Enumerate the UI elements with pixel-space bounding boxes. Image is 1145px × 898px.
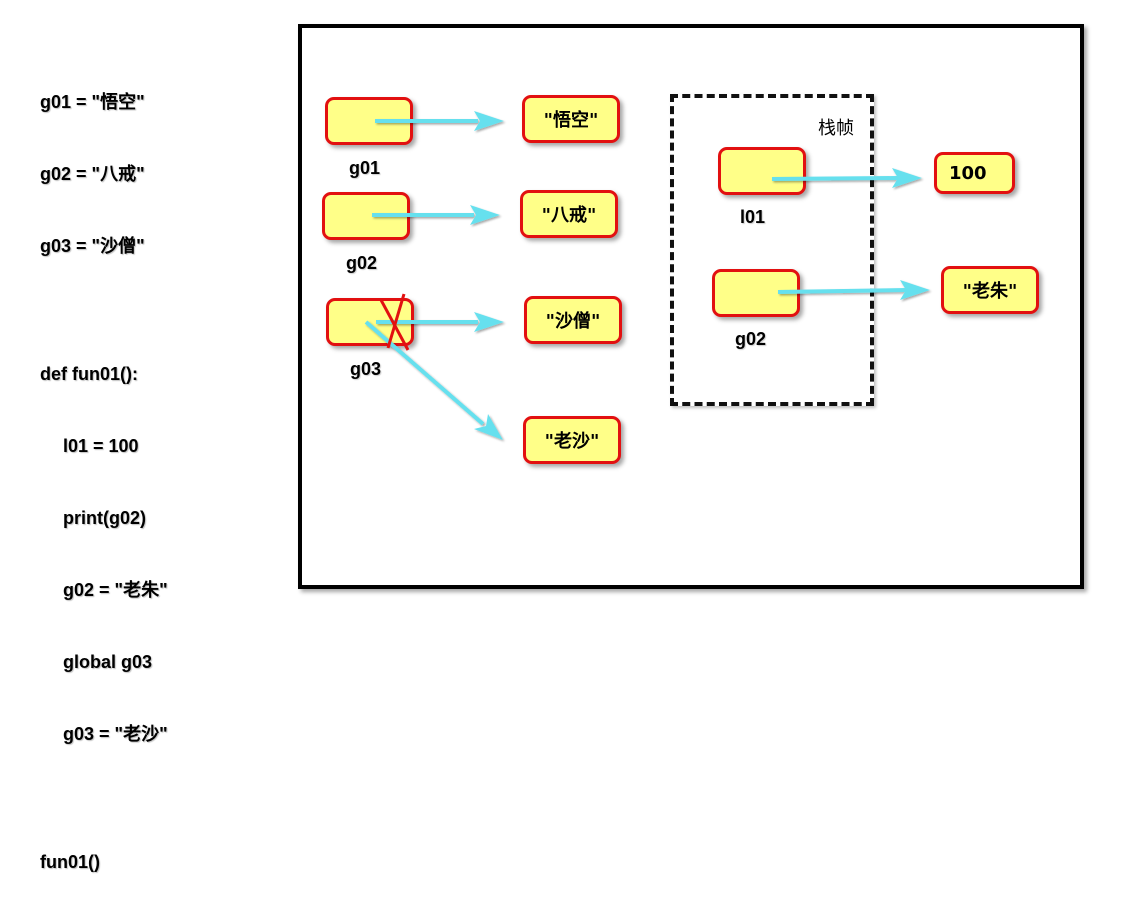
value-box-laosha: "老沙": [523, 416, 621, 464]
value-box-shaseng: "沙僧": [524, 296, 622, 344]
code-line: g02 = "老朱": [63, 580, 168, 600]
code-line: fun01(): [40, 852, 100, 872]
value-box-wukong: "悟空": [522, 95, 620, 143]
var-box-local-g02: [712, 269, 800, 317]
var-label-g03: g03: [350, 359, 382, 379]
code-line: g01 = "悟空": [40, 92, 145, 112]
var-label-l01: l01: [740, 207, 766, 227]
code-listing: g01 = "悟空" g02 = "八戒" g03 = "沙僧" def fun…: [40, 42, 168, 898]
code-line: def fun01():: [40, 364, 138, 384]
code-line: print(g02): [63, 508, 146, 528]
code-line: global g03: [63, 652, 153, 672]
value-box-bajie: "八戒": [520, 190, 618, 238]
var-label-g02: g02: [346, 253, 378, 273]
var-box-g02: [322, 192, 410, 240]
var-box-g03: [326, 298, 414, 346]
code-line: g02 = "八戒": [40, 164, 145, 184]
var-box-l01: [718, 147, 806, 195]
code-line: l01 = 100: [63, 436, 139, 456]
code-line: g03 = "老沙": [63, 724, 168, 744]
value-box-laozhu: "老朱": [941, 266, 1039, 314]
value-box-100: 100: [934, 152, 1015, 194]
var-label-local-g02: g02: [735, 329, 767, 349]
var-box-g01: [325, 97, 413, 145]
code-line: g03 = "沙僧": [40, 236, 145, 256]
stack-frame: [670, 94, 874, 406]
var-label-g01: g01: [349, 158, 381, 178]
stack-frame-label: 栈帧: [818, 118, 854, 139]
